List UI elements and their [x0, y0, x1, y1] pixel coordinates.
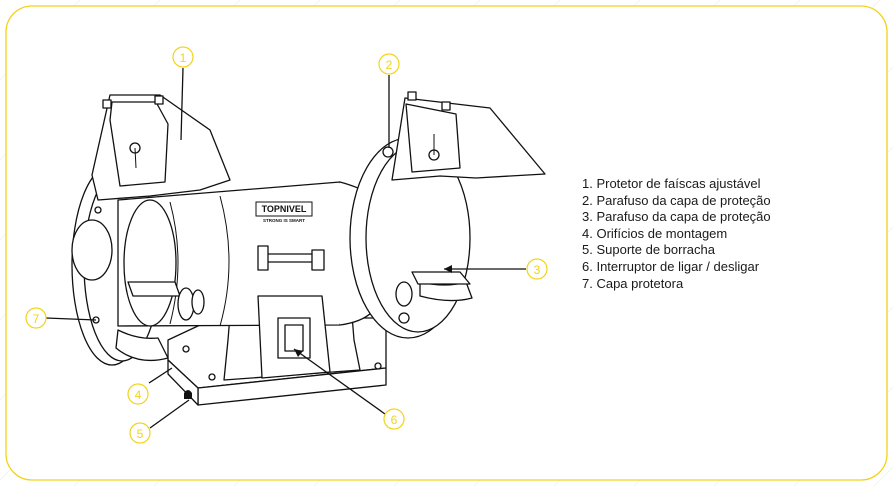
callout-4-number: 4	[135, 388, 142, 402]
legend-item-4: 4. Orifícios de montagem	[582, 225, 728, 241]
left-tool-rest	[127, 281, 205, 321]
legend-item-7: 7. Capa protetora	[582, 275, 684, 291]
legend-item-6: 6. Interruptor de ligar / desligar	[582, 258, 760, 274]
parts-legend: 1. Protetor de faíscas ajustável 2. Para…	[582, 176, 771, 292]
leader-arrow-3	[444, 265, 452, 273]
leader-line-1	[180, 67, 184, 141]
legend-item-3: 3. Parafuso da capa de proteção	[582, 209, 771, 225]
callout-4: 4	[127, 383, 149, 405]
legend-item-1: 1. Protetor de faíscas ajustável	[582, 176, 761, 191]
callout-1-number: 1	[180, 51, 187, 65]
leader-line-7	[45, 317, 97, 321]
leader-line-4	[148, 367, 173, 384]
right-spark-guard	[391, 91, 546, 181]
leader-arrow-6	[294, 349, 303, 357]
brand-name: TOPNIVEL	[262, 204, 307, 214]
callout-6-number: 6	[391, 413, 398, 427]
leader-line-6	[293, 348, 386, 415]
leader-line-5	[149, 399, 190, 429]
left-spark-guard	[91, 94, 231, 201]
callout-3-number: 3	[534, 263, 541, 277]
callout-2: 2	[378, 53, 400, 75]
callout-7: 7	[25, 307, 47, 329]
callout-6: 6	[383, 408, 405, 430]
brand-tagline: STRONG IS SMART	[263, 218, 305, 223]
callout-5: 5	[129, 422, 151, 444]
legend-item-5: 5. Suporte de borracha	[582, 242, 715, 258]
callout-5-number: 5	[137, 427, 144, 441]
callout-3: 3	[526, 258, 548, 280]
right-wheel-guard	[349, 137, 473, 339]
legend-item-2: 2. Parafuso da capa de proteção	[582, 192, 771, 208]
switch-housing	[257, 295, 331, 379]
callout-7-number: 7	[33, 312, 40, 326]
callout-1: 1	[172, 46, 194, 68]
callout-2-number: 2	[386, 58, 393, 72]
brand-badge: TOPNIVEL STRONG IS SMART	[255, 201, 313, 223]
leader-lines	[45, 67, 526, 429]
bench-grinder-illustration: TOPNIVEL STRONG IS SMART	[71, 91, 546, 406]
adjust-bracket	[257, 245, 325, 271]
